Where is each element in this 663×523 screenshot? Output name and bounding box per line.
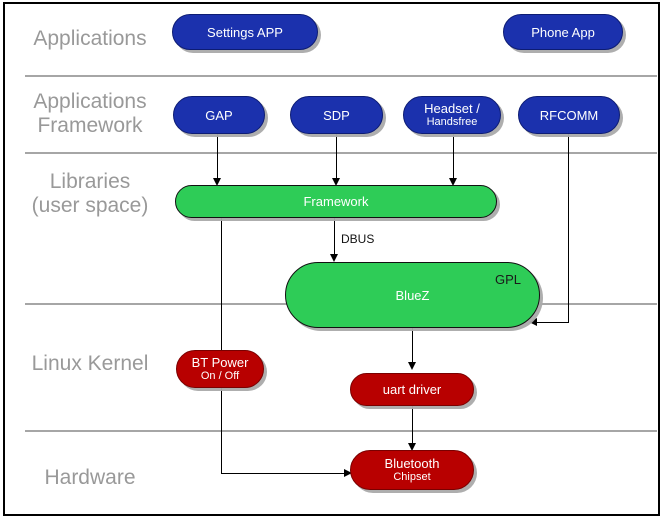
node-bt-power[interactable]: BT Power On / Off: [176, 350, 264, 388]
node-headset-handsfree[interactable]: Headset / Handsfree: [403, 96, 501, 134]
tier-label-libraries: Libraries (user space): [31, 170, 149, 217]
edge-rfcomm-to-bluez-vline: [568, 133, 569, 323]
node-bluetooth-chipset[interactable]: Bluetooth Chipset: [350, 450, 474, 490]
node-headset-handsfree-label: Headset /: [424, 101, 480, 116]
edge-gap-to-framework-arrow: [212, 178, 221, 186]
edge-rfcomm-to-bluez-arrow: [529, 317, 537, 326]
node-bt-power-sublabel: On / Off: [200, 370, 240, 382]
edge-framework-to-chipset-hline: [221, 473, 346, 474]
edge-label-dbus: DBUS: [341, 232, 375, 246]
edge-framework-to-chipset-arrow: [344, 468, 352, 477]
edge-headset-to-framework-line: [453, 133, 454, 180]
node-rfcomm-label: RFCOMM: [539, 107, 599, 123]
edge-framework-to-bluez-arrow: [329, 254, 338, 262]
tier-label-applications: Applications: [33, 27, 147, 50]
node-uart-driver-label: uart driver: [382, 382, 442, 397]
tier-label-applications-framework: Applications Framework: [33, 90, 147, 137]
node-headset-handsfree-sublabel: Handsfree: [426, 116, 478, 128]
node-settings-app[interactable]: Settings APP: [172, 14, 318, 50]
node-settings-app-label: Settings APP: [207, 24, 283, 40]
node-framework[interactable]: Framework: [175, 185, 497, 218]
node-bluez-label: BlueZ: [395, 287, 430, 303]
edge-headset-to-framework-arrow: [448, 178, 457, 186]
edge-gap-to-framework-line: [217, 133, 218, 180]
node-bluetooth-chipset-label: Bluetooth: [384, 456, 440, 471]
edge-framework-to-bluez-line: [334, 216, 335, 258]
node-bluez[interactable]: GPL BlueZ: [285, 262, 540, 328]
node-phone-app-label: Phone App: [531, 24, 595, 40]
node-gap-label: GAP: [205, 107, 233, 123]
node-bluetooth-chipset-sublabel: Chipset: [393, 471, 431, 483]
edge-bluez-to-uart-line: [412, 326, 413, 366]
tier-label-hardware: Hardware: [44, 466, 136, 489]
node-rfcomm[interactable]: RFCOMM: [518, 96, 620, 134]
node-bluez-gpl-badge: GPL: [494, 272, 521, 287]
edge-uart-to-chipset-line: [412, 405, 413, 447]
node-sdp-label: SDP: [323, 107, 350, 123]
edge-bluez-to-uart-arrow: [407, 362, 416, 370]
divider-applications-framework: [25, 152, 657, 154]
edge-uart-to-chipset-arrow: [407, 443, 416, 451]
edge-sdp-to-framework-arrow: [331, 178, 340, 186]
divider-linux-kernel: [25, 430, 657, 432]
tier-label-linux-kernel: Linux Kernel: [31, 352, 149, 375]
edge-framework-to-chipset-vline: [221, 216, 222, 474]
node-framework-label: Framework: [303, 194, 369, 209]
edge-sdp-to-framework-line: [336, 133, 337, 180]
node-phone-app[interactable]: Phone App: [503, 14, 623, 50]
node-gap[interactable]: GAP: [173, 96, 265, 134]
node-bt-power-label: BT Power: [191, 355, 249, 370]
node-sdp[interactable]: SDP: [290, 96, 383, 134]
divider-applications: [25, 75, 657, 77]
edge-rfcomm-to-bluez-hline: [537, 322, 569, 323]
node-uart-driver[interactable]: uart driver: [350, 373, 474, 406]
